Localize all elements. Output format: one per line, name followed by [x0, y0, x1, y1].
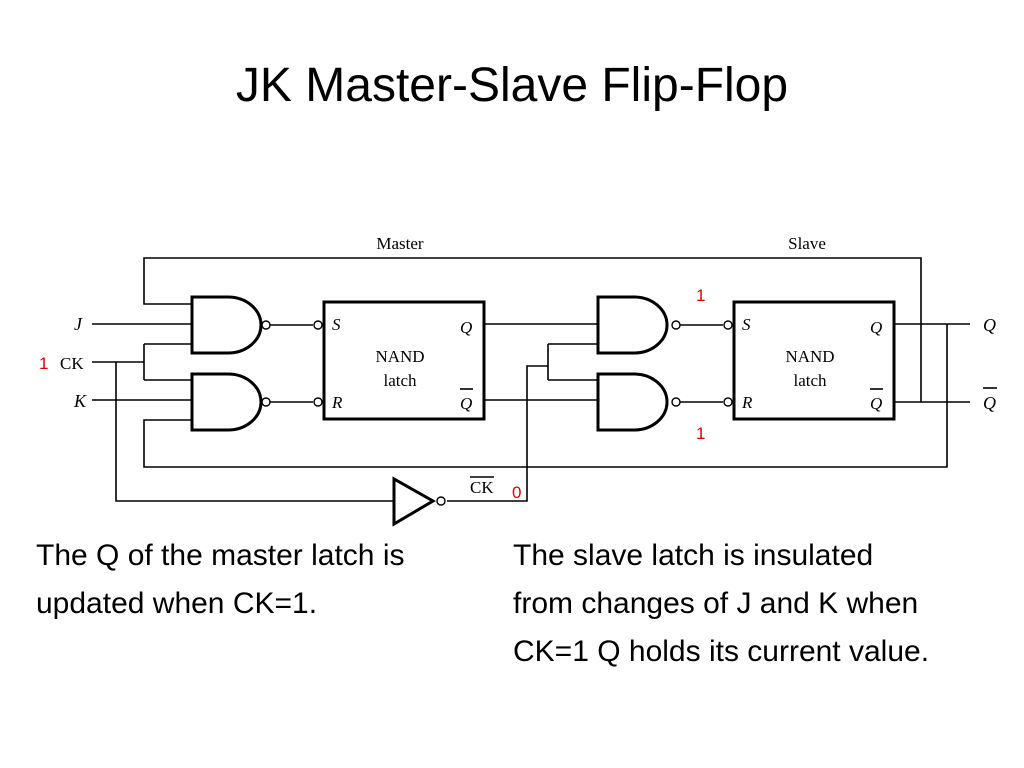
caption-right-line-2: from changes of J and K when [513, 587, 919, 620]
caption-left: The Q of the master latch is updated whe… [36, 532, 404, 628]
master-latch-name-line1: NAND [375, 347, 424, 366]
ckbar-wire [447, 343, 598, 502]
ck-value-annotation: 1 [39, 354, 48, 373]
master-r-label: R [331, 393, 343, 412]
slave-and-gate-bottom [596, 372, 669, 432]
master-and-gate-bottom [190, 372, 263, 432]
caption-right: The slave latch is insulated from change… [513, 532, 929, 676]
slave-bottom-gate-bubble [671, 397, 681, 407]
qbar-output-label: Q [983, 393, 996, 413]
slave-r-label: R [741, 393, 753, 412]
slave-set-value-annotation: 1 [696, 286, 705, 305]
q-feedback-wire [143, 324, 948, 468]
master-and-gate-top [190, 295, 263, 355]
slave-set-bubble [723, 320, 733, 330]
slave-s-label: S [742, 315, 751, 334]
slave-reset-value-annotation: 1 [696, 424, 705, 443]
master-top-gate-bubble [261, 320, 271, 330]
qbar-feedback-wire [143, 257, 922, 402]
slave-top-gate-bubble [671, 320, 681, 330]
master-s-label: S [332, 315, 341, 334]
master-bottom-gate-bubble [261, 397, 271, 407]
master-qbar-label: Q [460, 394, 472, 413]
master-set-bubble [313, 320, 323, 330]
q-output-label: Q [983, 315, 996, 335]
inverter-bubble [436, 496, 446, 506]
master-q-label: Q [460, 318, 472, 337]
slave-latch-name-line2: latch [793, 371, 827, 390]
slave-nand-latch [732, 300, 896, 421]
ck-wire [92, 343, 192, 381]
slave-reset-bubble [723, 397, 733, 407]
k-input-label: K [73, 391, 87, 411]
caption-right-line-3: CK=1 Q holds its current value. [513, 635, 930, 668]
ck-inverter [392, 476, 437, 527]
caption-right-line-1: The slave latch is insulated [513, 539, 874, 572]
slave-qbar-label: Q [870, 394, 882, 413]
slave-latch-name-line1: NAND [785, 347, 834, 366]
master-nand-latch [322, 300, 486, 421]
j-input-label: J [74, 314, 83, 334]
ckbar-value-annotation: 0 [512, 483, 521, 502]
slave-q-label: Q [870, 318, 882, 337]
ckbar-label: CK [470, 478, 494, 497]
ck-to-inverter-wire [115, 362, 394, 502]
slide-title: JK Master-Slave Flip-Flop [235, 59, 789, 112]
slave-label: Slave [788, 234, 826, 253]
slave-and-gate-top [596, 295, 669, 355]
master-reset-bubble [313, 397, 323, 407]
caption-left-line-1: The Q of the master latch is [36, 539, 405, 572]
caption-left-line-2: updated when CK=1. [36, 587, 318, 620]
master-label: Master [376, 234, 424, 253]
ck-input-label: CK [60, 354, 84, 373]
master-latch-name-line2: latch [383, 371, 417, 390]
